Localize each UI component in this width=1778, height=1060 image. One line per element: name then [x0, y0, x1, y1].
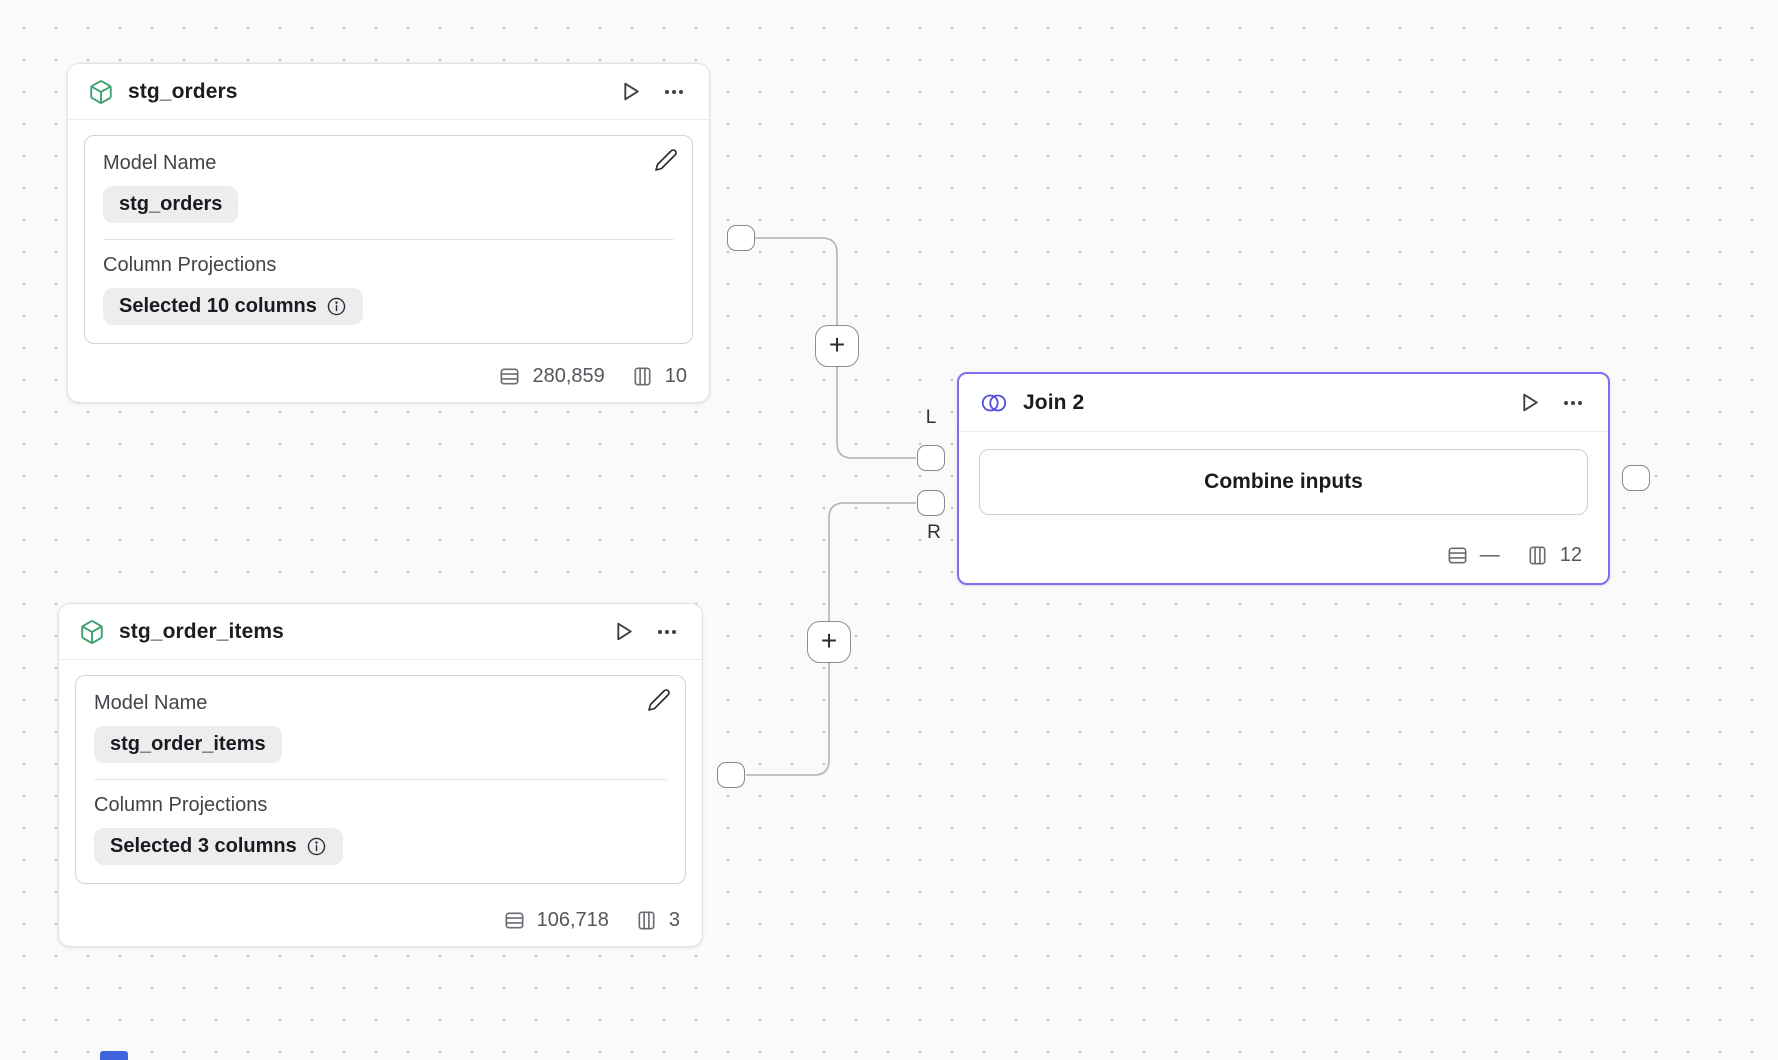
node-stats: — 12: [959, 544, 1608, 583]
divider: [94, 779, 667, 780]
model-name-value: stg_orders: [103, 186, 239, 223]
row-count-stat: 280,859: [498, 365, 605, 388]
info-icon[interactable]: [306, 836, 327, 857]
model-name-label: Model Name: [94, 692, 208, 714]
node-join-2[interactable]: Join 2 Combine inputs —: [957, 372, 1610, 585]
add-step-on-wire-top-button[interactable]: +: [815, 325, 859, 367]
join-icon: [979, 389, 1009, 417]
node-config-card: Model Name stg_orders Column Projections…: [84, 135, 693, 344]
join-right-input-label: R: [927, 522, 941, 543]
column-projections-value[interactable]: Selected 10 columns: [103, 288, 363, 325]
column-projections-value[interactable]: Selected 3 columns: [94, 828, 343, 865]
node-title: stg_order_items: [119, 619, 284, 643]
columns-icon: [1529, 546, 1546, 565]
offscreen-node-fragment: [100, 1051, 128, 1060]
column-count-stat: 12: [1526, 544, 1582, 567]
columns-icon: [638, 911, 655, 930]
row-count-stat: —: [1446, 544, 1500, 567]
rows-icon: [500, 368, 519, 385]
edit-pencil-icon[interactable]: [654, 148, 678, 177]
rows-icon: [505, 912, 524, 929]
node-stg-order-items[interactable]: stg_order_items Model Name: [58, 603, 703, 947]
node-menu-button[interactable]: [659, 77, 689, 107]
node-join-header[interactable]: Join 2: [959, 374, 1608, 432]
info-icon[interactable]: [326, 296, 347, 317]
port-join-input-left[interactable]: [917, 445, 945, 471]
node-menu-button[interactable]: [1558, 388, 1588, 418]
column-count-stat: 3: [635, 909, 680, 932]
run-node-button[interactable]: [608, 617, 638, 647]
node-stg-orders-header[interactable]: stg_orders: [68, 64, 709, 120]
column-projections-label: Column Projections: [94, 794, 268, 816]
row-count-stat: 106,718: [503, 909, 609, 932]
join-left-input-label: L: [925, 407, 937, 428]
node-title: Join 2: [1023, 390, 1085, 414]
model-name-value: stg_order_items: [94, 726, 282, 763]
node-stg-order-items-header[interactable]: stg_order_items: [59, 604, 702, 660]
port-join-output[interactable]: [1622, 465, 1650, 491]
node-title: stg_orders: [128, 79, 238, 103]
add-step-on-wire-bottom-button[interactable]: +: [807, 621, 851, 663]
combine-inputs-button[interactable]: Combine inputs: [979, 449, 1588, 515]
column-projections-label: Column Projections: [103, 254, 277, 276]
port-join-input-right[interactable]: [917, 490, 945, 516]
node-menu-button[interactable]: [652, 617, 682, 647]
model-cube-icon: [79, 619, 105, 645]
column-count-stat: 10: [631, 365, 687, 388]
run-node-button[interactable]: [615, 77, 645, 107]
divider: [103, 239, 674, 240]
port-stg-orders-output[interactable]: [727, 225, 755, 251]
edit-pencil-icon[interactable]: [647, 688, 671, 717]
node-stats: 106,718 3: [59, 897, 702, 946]
node-config-card: Model Name stg_order_items Column Projec…: [75, 675, 686, 884]
node-stats: 280,859 10: [68, 353, 709, 402]
port-stg-order-items-output[interactable]: [717, 762, 745, 788]
run-node-button[interactable]: [1514, 388, 1544, 418]
rows-icon: [1448, 547, 1467, 564]
model-cube-icon: [88, 79, 114, 105]
model-name-label: Model Name: [103, 152, 217, 174]
columns-icon: [634, 367, 651, 386]
node-stg-orders[interactable]: stg_orders Model Name: [67, 63, 710, 403]
